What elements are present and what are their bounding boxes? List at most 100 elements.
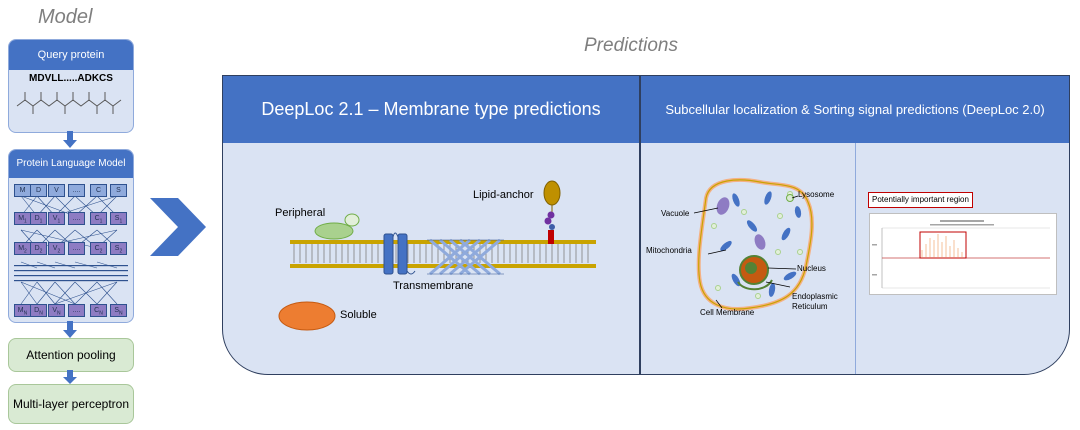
plm-token-index: N [39,310,43,317]
flow-arrow-2 [63,321,77,338]
plm-token: .... [68,212,85,225]
plm-token: .... [68,304,85,317]
label-vacuole: Vacuole [661,209,690,218]
plm-token-letter: C [95,187,102,194]
model-title: Model [38,6,93,28]
peripheral-protein-small [344,213,360,227]
plm-token: DN [30,304,47,317]
plm-token-index: 1 [99,218,103,225]
signal-plot [872,220,1050,289]
plm-token-index: N [23,310,28,317]
plm-token: .... [68,242,85,255]
plm-token-index: 2 [99,248,103,255]
chevron-right-icon [150,198,206,256]
flow-arrow-3 [63,370,77,384]
plm-token: M2 [14,242,31,255]
plm-token-letter: S [116,187,121,194]
plm-token-index: N [57,310,61,317]
plm-header: Protein Language Model [9,150,133,178]
beta-barrel [429,238,501,276]
predictions-title: Predictions [584,35,678,56]
query-protein-header: Query protein [9,40,133,70]
plm-token-letter: S [114,215,120,222]
important-region-box [919,231,967,259]
plm-attention-lines [14,195,128,305]
panel-divider-main [639,76,641,374]
peripheral-protein [314,222,354,240]
plm-token-index: 1 [57,218,61,225]
molecule-structure [16,92,122,114]
label-lipid-anchor: Lipid-anchor [473,189,534,201]
signal-callout: Potentially important region [868,192,973,208]
plm-token-letter: .... [72,245,81,252]
label-transmembrane: Transmembrane [393,280,474,292]
plm-token-letter: V [52,245,58,252]
plm-token: D1 [30,212,47,225]
transmembrane-helices [383,232,416,275]
lipid-anchor-head [543,180,561,206]
plm-token: SN [110,304,127,317]
predictions-panel: DeepLoc 2.1 – Membrane type predictions … [222,75,1070,375]
soluble-protein [278,301,336,331]
plm-token: CN [90,304,107,317]
plm-token-index: 2 [119,248,123,255]
plm-token: S2 [110,242,127,255]
label-nucleus: Nucleus [797,264,826,273]
query-protein-box: Query protein MDVLL.....ADKCS [8,39,134,133]
plm-token-letter: M [17,307,24,314]
label-peripheral: Peripheral [275,207,326,219]
mlp-box: Multi-layer perceptron [8,384,134,424]
plm-token-letter: M [18,215,25,222]
plm-token: M1 [14,212,31,225]
label-er-line1: Endoplasmic [792,292,838,301]
attention-pooling-box: Attention pooling [8,338,134,372]
label-mitochondria: Mitochondria [646,246,692,255]
plm-token-letter: V [52,307,58,314]
plm-token-index: 2 [39,248,43,255]
plm-token: C [90,184,107,197]
plm-token-index: 1 [119,218,123,225]
label-endoplasmic-reticulum: Endoplasmic Reticulum [792,292,838,312]
panel-divider-right [855,143,856,374]
plm-token-letter: .... [72,215,81,222]
plm-token-letter: .... [72,187,81,194]
label-lysosome: Lysosome [798,190,835,199]
signal-plot-card [869,213,1057,295]
plm-token-letter: S [114,307,120,314]
plm-token-letter: M [19,187,26,194]
label-er-line2: Reticulum [792,302,828,311]
membrane-type-header: DeepLoc 2.1 – Membrane type predictions [223,76,639,143]
query-sequence: MDVLL.....ADKCS [29,73,113,84]
vacuole-shape [716,197,730,215]
plm-token: .... [68,184,85,197]
plm-token-letter: M [18,245,25,252]
plm-token-letter: C [94,215,100,222]
plm-token: V2 [48,242,65,255]
plm-token: M [14,184,31,197]
plm-token: S [110,184,127,197]
plm-token-index: N [119,310,123,317]
flow-arrow-1 [63,131,77,148]
localization-header: Subcellular localization & Sorting signa… [641,76,1069,143]
plm-token: VN [48,304,65,317]
plm-token-letter: .... [72,307,81,314]
plm-token: D2 [30,242,47,255]
plm-token-index: N [99,310,103,317]
plm-token: S1 [110,212,127,225]
label-soluble: Soluble [340,309,377,321]
plm-token-letter: D [34,307,40,314]
plm-token-letter: D [34,215,40,222]
plm-token-letter: C [94,307,100,314]
plm-token-letter: D [35,187,42,194]
plm-token-letter: C [94,245,100,252]
plm-token: D [30,184,47,197]
plm-token-index: 1 [39,218,43,225]
plm-token-index: 2 [57,248,61,255]
plm-token: C2 [90,242,107,255]
plm-token-letter: V [52,215,58,222]
plm-token-letter: S [114,245,120,252]
plm-token: V [48,184,65,197]
plm-token: MN [14,304,31,317]
membrane-illustration [278,180,596,331]
